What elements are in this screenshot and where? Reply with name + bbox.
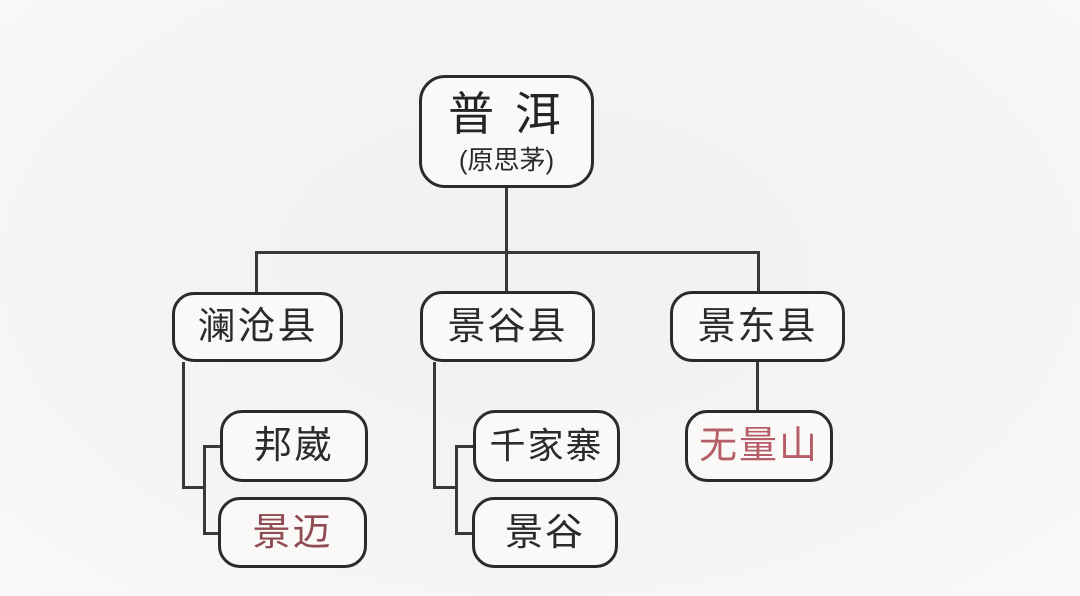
connector-stub-jingmai	[203, 532, 220, 535]
node-jinggu-leaf-label: 景谷	[504, 511, 585, 554]
node-jinggu-county: 景谷县	[420, 291, 595, 362]
node-wuliangshan: 无量山	[685, 410, 833, 482]
node-jingmai: 景迈	[218, 497, 367, 568]
node-qianjiazhai: 千家寨	[473, 410, 620, 482]
node-qianjiazhai-label: 千家寨	[489, 425, 604, 466]
connector-drop-lancang	[255, 251, 258, 292]
connector-jingdong-down	[756, 362, 759, 412]
connector-drop-jinggu-county	[505, 251, 508, 292]
connector-stub-jinggu-leaf	[455, 532, 474, 535]
node-lancang-county-label: 澜沧县	[197, 306, 318, 348]
connector-drop-jingdong	[757, 251, 760, 292]
connector-root-drop	[505, 188, 508, 254]
node-bangwai: 邦崴	[220, 410, 368, 482]
node-bangwai-label: 邦崴	[253, 425, 334, 467]
connector-jinggu-elbow	[433, 486, 458, 489]
node-wuliangshan-label: 无量山	[698, 425, 819, 467]
connector-jinggu-bracket	[455, 445, 458, 535]
node-jinggu-county-label: 景谷县	[447, 305, 568, 348]
node-jinggu-leaf: 景谷	[472, 497, 618, 568]
connector-stub-bangwai	[203, 445, 222, 448]
node-lancang-county: 澜沧县	[172, 292, 343, 362]
node-jingdong-county-label: 景东县	[697, 305, 818, 348]
connector-lancang-elbow	[182, 486, 206, 489]
node-puer-label: 普 洱	[448, 87, 565, 140]
node-puer: 普 洱 (原思茅)	[419, 75, 594, 188]
connector-lancang-bracket	[203, 445, 206, 535]
node-jingmai-label: 景迈	[252, 511, 333, 554]
connector-lancang-down	[182, 362, 185, 489]
node-jingdong-county: 景东县	[670, 291, 845, 362]
connector-jinggu-down	[433, 362, 436, 489]
connector-stub-qianjiazhai	[455, 445, 475, 448]
node-puer-subtitle: (原思茅)	[458, 144, 555, 175]
